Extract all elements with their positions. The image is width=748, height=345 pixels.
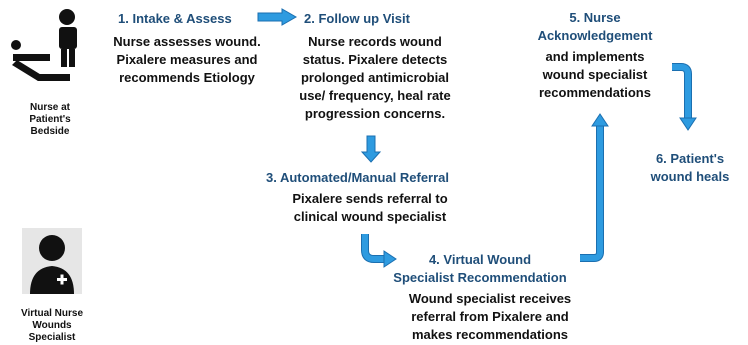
step4-body: Wound specialist receives referral from … xyxy=(408,291,572,342)
nurse-actor-label: Nurse at Patient's Bedside xyxy=(29,102,71,137)
step5-body: and implements wound specialist recommen… xyxy=(539,49,651,100)
arrow-step2-to-step3 xyxy=(360,135,382,163)
step3-title: 3. Automated/Manual Referral xyxy=(266,170,450,185)
step1-title: 1. Intake & Assess xyxy=(118,11,232,26)
specialist-actor-label: Virtual Nurse Wounds Specialist xyxy=(20,308,84,343)
step6-title: 6. Patient's wound heals xyxy=(650,151,730,184)
arrow-step1-to-step2 xyxy=(257,8,298,26)
doctor-icon xyxy=(22,228,82,294)
step2-body: Nurse records wound status. Pixalere det… xyxy=(299,34,451,121)
step5-title: 5. Nurse Acknowledgement xyxy=(537,10,653,43)
step3-body: Pixalere sends referral to clinical woun… xyxy=(292,191,448,224)
step2-title: 2. Follow up Visit xyxy=(304,11,410,26)
step4-title: 4. Virtual Wound Specialist Recommendati… xyxy=(393,252,567,285)
step1-body: Nurse assesses wound. Pixalere measures … xyxy=(113,34,261,85)
nurse-bed-icon xyxy=(10,8,90,88)
